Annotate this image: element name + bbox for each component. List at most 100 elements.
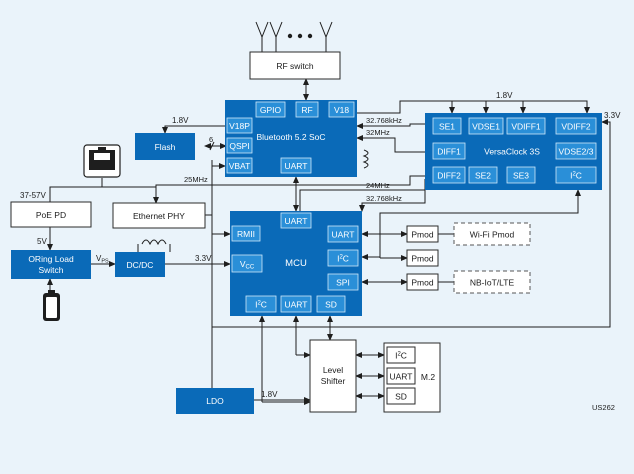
nbiot-block [453, 270, 531, 294]
flash-label: Flash [155, 142, 176, 152]
svg-text:SPI: SPI [336, 278, 350, 288]
mcu-uart-bottom [280, 295, 312, 313]
level-shifter-block [309, 339, 357, 413]
svg-text:VCC: VCC [240, 259, 255, 271]
svg-text:I2C: I2C [570, 171, 582, 181]
svg-text:NB-IoT/LTE: NB-IoT/LTE [470, 278, 515, 288]
label-32768-bottom: 32.768kHz [366, 194, 402, 203]
pmod-i2c [406, 249, 439, 267]
svg-text:UART: UART [390, 372, 413, 382]
svg-text:DIFF2: DIFF2 [437, 171, 461, 181]
vc-vdse1 [468, 117, 504, 135]
inductor-icon [137, 149, 369, 252]
vc-i2c [555, 166, 597, 184]
vc-vdiff1 [506, 117, 546, 135]
ldo-block [176, 388, 254, 414]
battery-icon [43, 290, 60, 321]
label-25mhz: 25MHz [184, 175, 208, 184]
oring-load-switch-block [11, 250, 91, 279]
bt-pin-v18 [328, 101, 355, 118]
label-32768-top: 32.768kHz [366, 116, 402, 125]
svg-text:Pmod: Pmod [411, 278, 433, 288]
mcu-label: MCU [285, 258, 307, 269]
svg-text:SE3: SE3 [513, 171, 529, 181]
label-5v: 5V [37, 237, 47, 246]
ethernet-phy-block [112, 202, 206, 229]
pmod-spi [406, 273, 439, 291]
label-3v3-dcdc: 3.3V [195, 254, 212, 263]
vc-vdiff2 [555, 117, 597, 135]
bt-pin-vbat [226, 157, 253, 174]
poe-pd-block [10, 201, 92, 228]
wifi-pmod-block [453, 222, 531, 246]
vc-diff1 [432, 142, 466, 160]
m2-uart [386, 367, 416, 385]
m2-i2c [386, 346, 416, 364]
svg-text:V18: V18 [334, 105, 349, 115]
bluetooth-soc-label: Bluetooth 5.2 SoC [257, 132, 326, 142]
bt-pin-uart [280, 157, 312, 174]
svg-text:I2C: I2C [255, 300, 267, 310]
svg-text:SD: SD [395, 392, 407, 402]
svg-text:V18P: V18P [229, 121, 250, 131]
versaclock-label: VersaClock 3S [484, 147, 540, 157]
svg-text:VDIFF2: VDIFF2 [561, 122, 591, 132]
ethernet-phy-label: Ethernet PHY [133, 211, 185, 221]
svg-text:DIFF1: DIFF1 [437, 147, 461, 157]
mcu-spi [327, 273, 359, 291]
label-32mhz: 32MHz [366, 128, 390, 137]
vc-diff2 [432, 166, 466, 184]
bt-pin-gpio [255, 101, 286, 118]
svg-text:VDIFF1: VDIFF1 [511, 122, 541, 132]
figure-id: US262 [592, 403, 615, 412]
vc-se1 [432, 117, 462, 135]
dcdc-block [115, 252, 165, 277]
svg-text:ORing Load: ORing Load [28, 254, 74, 264]
svg-text:Wi-Fi Pmod: Wi-Fi Pmod [470, 230, 515, 240]
m2-label: M.2 [421, 372, 435, 382]
svg-text:I2C: I2C [395, 351, 407, 361]
mcu-uart-right [327, 225, 359, 243]
mcu-rmii [231, 225, 261, 242]
svg-text:Pmod: Pmod [411, 230, 433, 240]
svg-text:RF: RF [301, 105, 312, 115]
label-3v3-right: 3.3V [604, 111, 621, 120]
svg-text:Level: Level [323, 365, 343, 375]
poe-pd-label: PoE PD [36, 210, 66, 220]
svg-text:Shifter: Shifter [321, 376, 346, 386]
flash-block [135, 133, 195, 160]
mcu-vcc [231, 254, 263, 273]
rf-switch-label: RF switch [276, 61, 314, 71]
svg-text:SE2: SE2 [475, 171, 491, 181]
antenna-icon [255, 21, 333, 39]
bt-pin-qspi [226, 137, 253, 154]
label-1v8-ldo: 1.8V [261, 390, 278, 399]
svg-text:RMII: RMII [237, 229, 255, 239]
vc-vdse23 [555, 142, 597, 160]
svg-text:Pmod: Pmod [411, 254, 433, 264]
svg-text:UART: UART [285, 300, 308, 310]
svg-text:I2C: I2C [337, 254, 349, 264]
mcu-i2c-bottom [245, 295, 277, 313]
svg-text:UART: UART [285, 216, 308, 226]
dcdc-label: DC/DC [127, 260, 154, 270]
svg-text:VDSE1: VDSE1 [472, 122, 500, 132]
rf-switch-block [249, 51, 341, 80]
mcu-uart-top [280, 212, 312, 229]
label-1v8-vc: 1.8V [496, 91, 513, 100]
svg-text:UART: UART [285, 161, 308, 171]
svg-text:QSPI: QSPI [229, 141, 249, 151]
pmod-uart [406, 225, 439, 243]
svg-text:GPIO: GPIO [260, 105, 282, 115]
ldo-label: LDO [206, 396, 224, 406]
label-vps: VPS [96, 254, 109, 265]
bt-pin-rf [295, 101, 319, 118]
mcu-i2c-right [327, 249, 359, 267]
label-24mhz: 24MHz [366, 181, 390, 190]
svg-text:VDSE2/3: VDSE2/3 [559, 147, 594, 157]
mcu-sd [316, 295, 346, 313]
svg-text:SE1: SE1 [439, 122, 455, 132]
label-qspi-width: 6 [209, 135, 213, 144]
svg-text:Switch: Switch [38, 265, 63, 275]
